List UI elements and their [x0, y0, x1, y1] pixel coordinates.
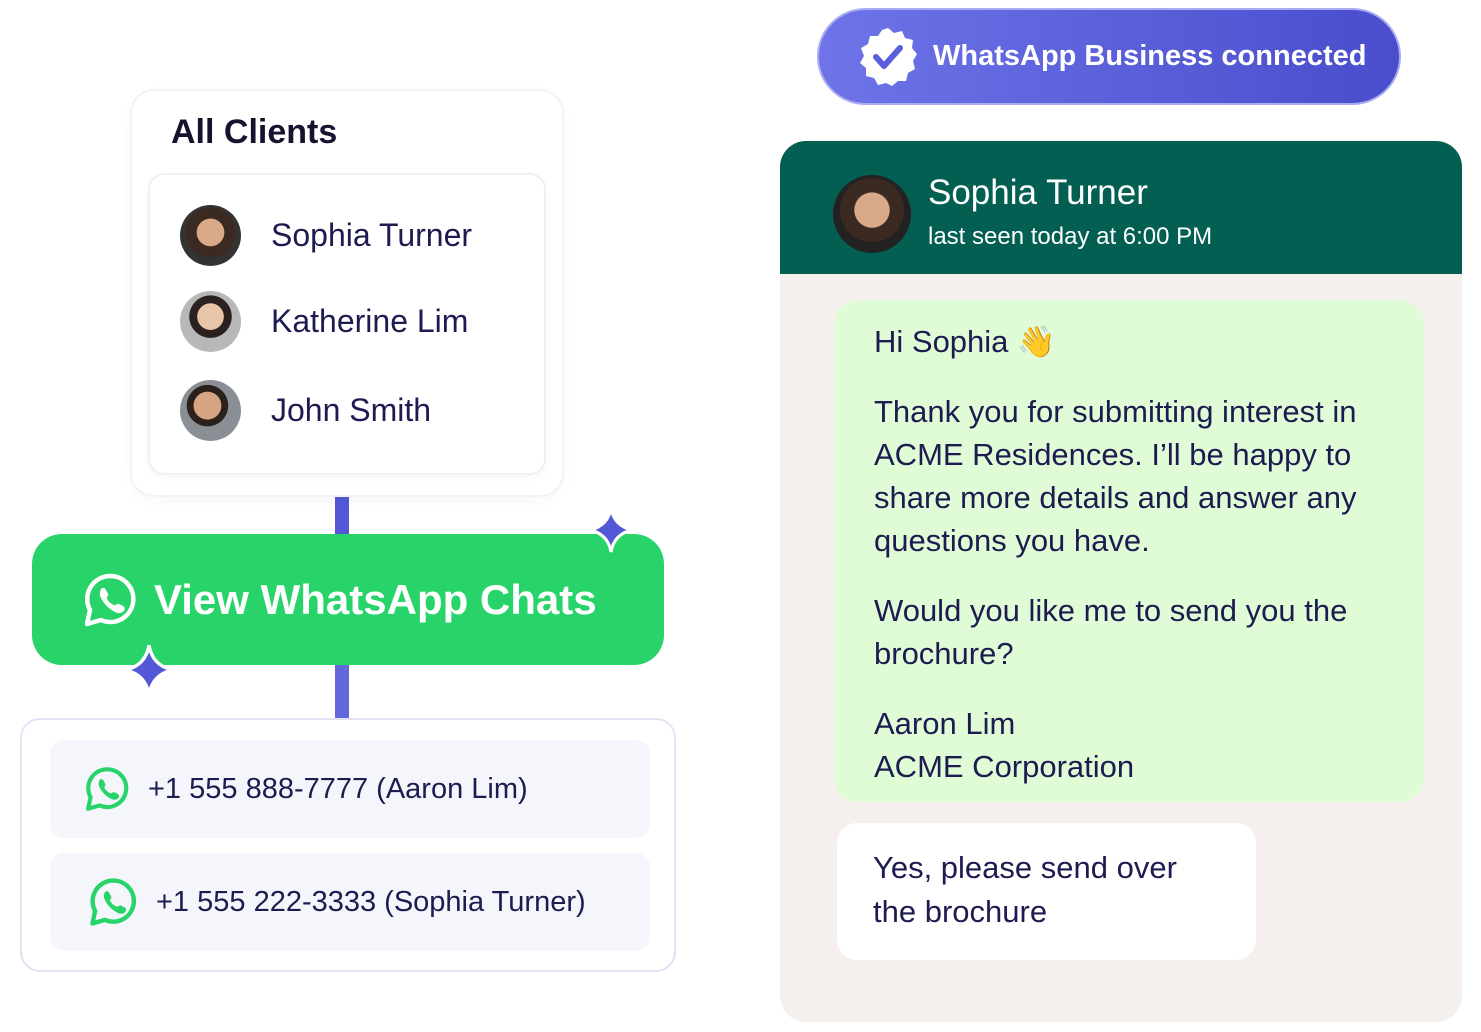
cta-label: View WhatsApp Chats: [154, 575, 597, 623]
outgoing-message: Yes, please send over the brochure: [837, 823, 1256, 960]
avatar: [180, 380, 241, 441]
connector-line: [335, 665, 349, 718]
client-name: Katherine Lim: [271, 303, 469, 339]
number-label: +1 555 222-3333 (Sophia Turner): [156, 885, 586, 918]
avatar: [180, 205, 241, 266]
all-clients-card: All Clients Sophia Turner Katherine Lim …: [132, 91, 562, 495]
sparkle-icon: [589, 507, 633, 553]
whatsapp-icon: [84, 573, 136, 626]
chat-header: Sophia Turner last seen today at 6:00 PM: [780, 141, 1462, 274]
verified-check-icon: [860, 27, 917, 86]
whatsapp-numbers-card: +1 555 888-7777 (Aaron Lim) +1 555 222-3…: [20, 718, 676, 972]
chat-panel: Sophia Turner last seen today at 6:00 PM…: [780, 141, 1462, 1022]
number-item[interactable]: +1 555 888-7777 (Aaron Lim): [50, 740, 650, 838]
client-item[interactable]: Sophia Turner: [180, 205, 472, 266]
wave-emoji-icon: 👋: [1017, 324, 1056, 359]
clients-title: All Clients: [171, 113, 338, 151]
view-whatsapp-chats-button[interactable]: View WhatsApp Chats: [32, 534, 664, 665]
whatsapp-icon: [86, 767, 129, 811]
signature-company: ACME Corporation: [874, 749, 1135, 784]
sparkle-icon: [124, 644, 174, 696]
incoming-message: Hi Sophia 👋 Thank you for submitting int…: [834, 300, 1424, 802]
client-name: Sophia Turner: [271, 217, 473, 253]
contact-status: last seen today at 6:00 PM: [928, 223, 1213, 250]
number-label: +1 555 888-7777 (Aaron Lim): [148, 772, 528, 805]
contact-name: Sophia Turner: [928, 173, 1148, 212]
greeting: Hi Sophia: [874, 324, 1009, 359]
badge-label: WhatsApp Business connected: [933, 40, 1367, 72]
contact-avatar: [833, 175, 911, 253]
client-name: John Smith: [271, 392, 432, 428]
number-item[interactable]: +1 555 222-3333 (Sophia Turner): [50, 853, 650, 951]
client-item[interactable]: John Smith: [180, 380, 431, 441]
client-item[interactable]: Katherine Lim: [180, 291, 468, 352]
avatar: [180, 291, 241, 352]
message-paragraph: Would you like me to send you the brochu…: [874, 593, 1348, 671]
signature-name: Aaron Lim: [874, 706, 1016, 741]
message-paragraph: Thank you for submitting interest in ACM…: [874, 394, 1357, 558]
whatsapp-icon: [90, 878, 137, 926]
whatsapp-connected-badge: WhatsApp Business connected: [817, 8, 1401, 105]
clients-list: Sophia Turner Katherine Lim John Smith: [150, 175, 544, 473]
